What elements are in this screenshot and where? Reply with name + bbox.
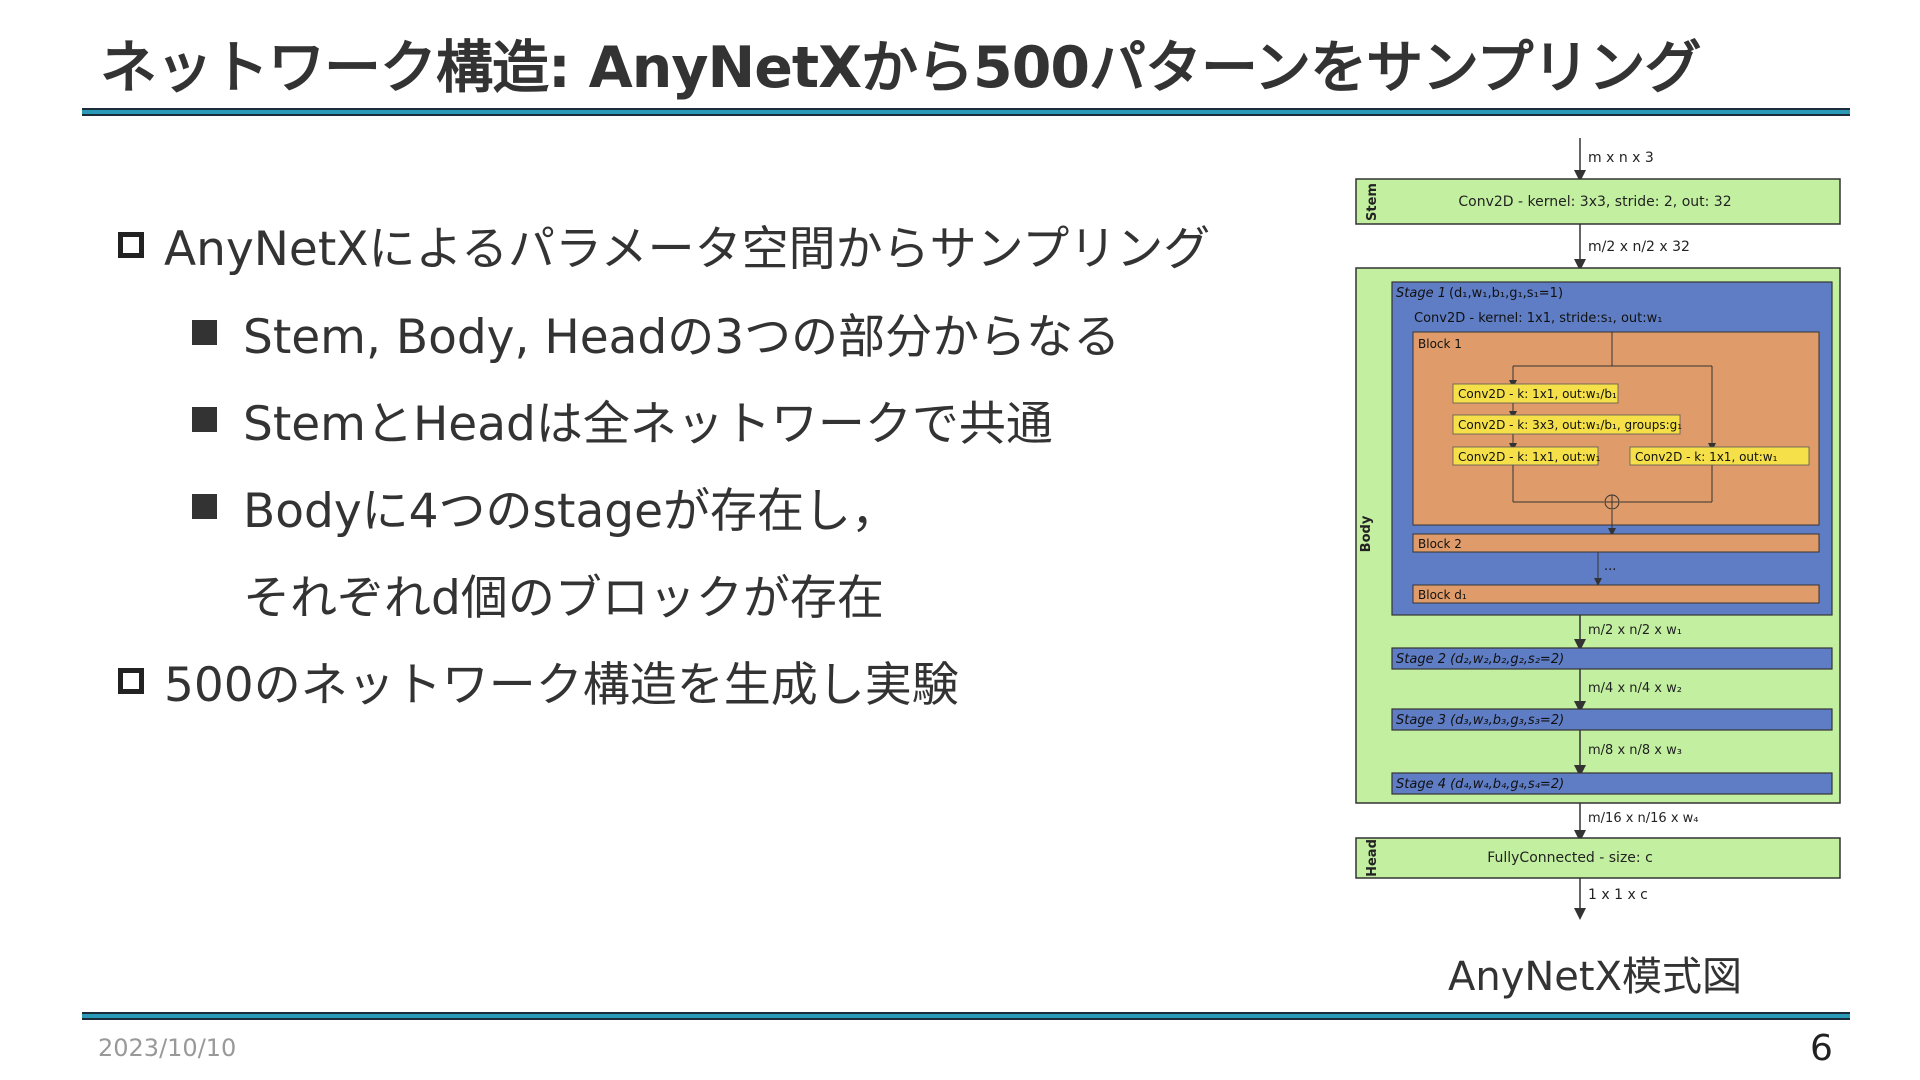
bullet-text: それぞれd個のブロックが存在	[243, 571, 884, 626]
input-shape-label: m x n x 3	[1588, 150, 1654, 166]
filled-square-bullet-icon	[192, 407, 217, 432]
conv-shortcut-label: Conv2D - k: 1x1, out:w₁	[1635, 450, 1778, 464]
output-shape-label: 1 x 1 x c	[1588, 887, 1648, 903]
bullet-text: AnyNetXによるパラメータ空間からサンプリング	[164, 222, 1211, 277]
bullet-text: Bodyに4つのstageが存在し，	[243, 484, 899, 539]
slide-title: ネットワーク構造: AnyNetXから500パターンをサンプリング	[100, 35, 1701, 101]
bullet-item: StemとHeadは全ネットワークで共通	[192, 385, 1053, 454]
block-d1-label: Block d₁	[1418, 588, 1467, 602]
head-op: FullyConnected - size: c	[1487, 850, 1653, 866]
head-label: Head	[1365, 839, 1380, 877]
stem-output-label: m/2 x n/2 x 32	[1588, 239, 1690, 255]
bullet-item: 500のネットワーク構造を生成し実験	[118, 646, 959, 715]
bullet-text: Stem, Body, Headの3つの部分からなる	[243, 310, 1121, 365]
block-d1	[1412, 584, 1820, 604]
footer-divider	[82, 1012, 1850, 1020]
block1-connectors	[1509, 332, 1716, 536]
stage4-label: Stage 4 (d₄,w₄,b₄,g₄,s₄=2)	[1396, 777, 1564, 792]
conv-3x3-group	[1452, 414, 1681, 435]
hollow-square-bullet-icon	[118, 231, 144, 258]
stem-op: Conv2D - kernel: 3x3, stride: 2, out: 32	[1458, 194, 1731, 210]
conv-1x1-expand	[1452, 446, 1599, 466]
body-output-label: m/16 x n/16 x w₄	[1588, 811, 1699, 826]
block2	[1412, 533, 1820, 553]
stage1-conv: Conv2D - kernel: 1x1, stride:s₁, out:w₁	[1414, 311, 1662, 326]
stage2-block	[1391, 647, 1833, 670]
title-divider	[82, 108, 1850, 116]
conv-1x1-reduce	[1452, 383, 1619, 404]
block-ellipsis: ...	[1604, 559, 1616, 574]
hollow-square-bullet-icon	[118, 667, 144, 694]
conv-1x1-reduce-label: Conv2D - k: 1x1, out:w₁/b₁	[1458, 387, 1617, 401]
stage1-output-label: m/2 x n/2 x w₁	[1588, 623, 1682, 638]
anynetx-diagram: m x n x 3 Stem Conv2D - kernel: 3x3, str…	[1355, 138, 1841, 920]
stem-label: Stem	[1365, 183, 1380, 221]
diagram-caption: AnyNetX模式図	[1448, 954, 1743, 1000]
block1-label: Block 1	[1418, 337, 1462, 351]
bullet-item: Bodyに4つのstageが存在し，	[192, 472, 898, 541]
stage1-name: Stage 1(d₁,w₁,b₁,g₁,s₁=1)	[1396, 286, 1563, 301]
filled-square-bullet-icon	[192, 320, 217, 345]
footer-date: 2023/10/10	[98, 1034, 237, 1062]
stage3-output-label: m/8 x n/8 x w₃	[1588, 743, 1682, 758]
body-label: Body	[1359, 515, 1374, 552]
filled-square-bullet-icon	[192, 494, 217, 519]
stage2-label: Stage 2 (d₂,w₂,b₂,g₂,s₂=2)	[1396, 652, 1564, 667]
bullet-text: 500のネットワーク構造を生成し実験	[164, 658, 959, 713]
block2-label: Block 2	[1418, 537, 1462, 551]
stage3-label: Stage 3 (d₃,w₃,b₃,g₃,s₃=2)	[1396, 713, 1564, 728]
conv-shortcut	[1629, 446, 1810, 466]
stage2-output-label: m/4 x n/4 x w₂	[1588, 681, 1682, 696]
bullet-text: StemとHeadは全ネットワークで共通	[243, 397, 1053, 452]
head-block	[1355, 837, 1841, 879]
bullet-item: AnyNetXによるパラメータ空間からサンプリング	[118, 210, 1210, 279]
bullet-continuation: それぞれd個のブロックが存在	[243, 559, 884, 628]
conv-1x1-expand-label: Conv2D - k: 1x1, out:w₁	[1458, 450, 1601, 464]
stage3-block	[1391, 708, 1833, 731]
bullet-item: Stem, Body, Headの3つの部分からなる	[192, 298, 1120, 367]
stage4-block	[1391, 772, 1833, 795]
conv-3x3-group-label: Conv2D - k: 3x3, out:w₁/b₁, groups:g₁	[1458, 418, 1682, 432]
stem-block	[1355, 178, 1841, 225]
page-number: 6	[1810, 1028, 1833, 1069]
